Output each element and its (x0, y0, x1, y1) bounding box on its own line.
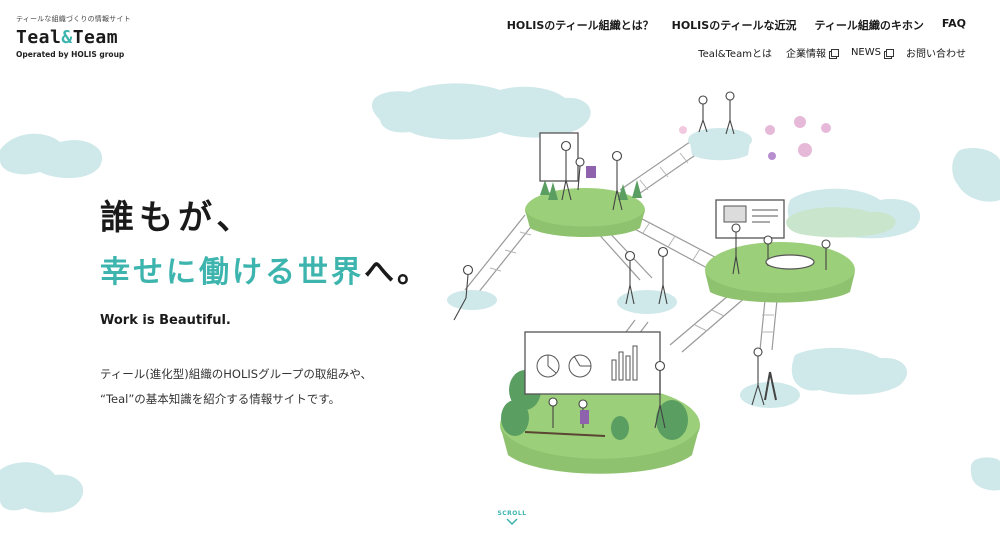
nav-contact-label: お問い合わせ (906, 49, 966, 60)
chevron-down-icon (506, 518, 518, 525)
hero-description-line-2: “Teal”の基本知識を紹介する情報サイトです。 (100, 392, 341, 406)
decor-dots (679, 116, 831, 160)
site-logo[interactable]: ティールな組織づくりの情報サイト Teal&Team Operated by H… (16, 14, 156, 59)
nav-contact[interactable]: お問い合わせ (906, 45, 966, 60)
nav-news-label: NEWS (850, 47, 881, 58)
scroll-indicator[interactable]: SCROLL (492, 510, 532, 525)
hero-headline-2: 幸せに働ける世界へ。 (100, 247, 430, 291)
nav-teal-basics[interactable]: ティール組織のキホン (814, 19, 924, 32)
hero-headline-1: 誰もが、 (100, 198, 256, 238)
nav-news[interactable]: NEWS (850, 45, 894, 60)
ladder-paths (464, 134, 778, 353)
hero-headline-2-teal: 幸せに働ける世界 (100, 255, 364, 290)
nav-holis-teal[interactable]: HOLISのティール組織とは？ (506, 19, 654, 32)
logo-brand-team: Team (72, 27, 119, 48)
nav-company[interactable]: 企業情報 (785, 45, 839, 60)
primary-nav: HOLISのティール組織とは？ HOLISのティールな近況 ティール組織のキホン… (507, 17, 966, 33)
nav-holis-news-recent[interactable]: HOLISのティールな近況 (671, 19, 797, 32)
secondary-nav: Teal&Teamとは 企業情報 NEWS お問い合わせ (698, 45, 966, 60)
hero-description-line-1: ティール(進化型)組織のHOLISグループの取組みや、 (100, 367, 373, 381)
logo-operated-by: Operated by HOLIS group (16, 50, 125, 59)
islands (447, 128, 855, 474)
nav-about[interactable]: Teal&Teamとは (698, 45, 772, 60)
logo-tagline: ティールな組織づくりの情報サイト (16, 15, 131, 23)
external-link-icon (884, 48, 894, 59)
logo-brand-amp: & (61, 27, 73, 48)
scroll-label: SCROLL (497, 510, 527, 517)
hero-headline-2-end: へ。 (364, 255, 430, 290)
nav-about-label: Teal&Teamとは (698, 49, 772, 60)
logo-brand: Teal&Team (16, 27, 156, 48)
hero-tagline: Work is Beautiful. (100, 313, 231, 328)
people (453, 91, 831, 429)
external-link-icon (828, 48, 839, 59)
hero-description: ティール(進化型)組織のHOLISグループの取組みや、 “Teal”の基本知識を… (100, 362, 430, 412)
nav-company-label: 企業情報 (785, 49, 826, 60)
logo-brand-teal: Teal (16, 27, 62, 48)
hero-copy: 誰もが、 幸せに働ける世界へ。 Work is Beautiful. ティール(… (100, 190, 430, 412)
nav-faq[interactable]: FAQ (941, 17, 966, 30)
